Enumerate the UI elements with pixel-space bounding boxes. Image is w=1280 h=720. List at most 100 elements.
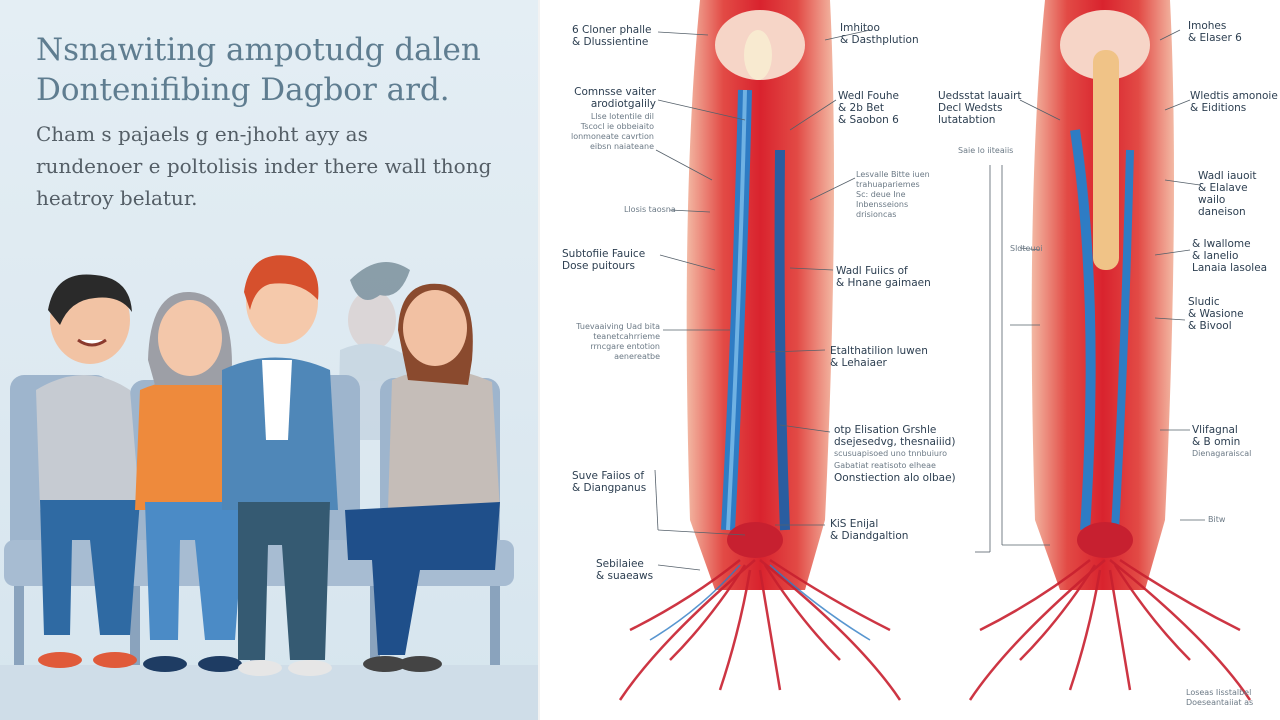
label-r3-line-2: trahuapariemes (856, 180, 920, 189)
label-f6-line-3: Dienagaraiscal (1192, 449, 1252, 458)
headline-line-1: Nsnawiting ampotudg dalen (36, 32, 481, 68)
label-r3-line-3: Sc: deue Ine (856, 190, 906, 199)
leg-anatomy-diagram: 6 Cloner phalle & Dlussientine Comnsse v… (540, 0, 1280, 720)
label-l6-line-2: teanetcahrrieme (593, 332, 660, 341)
label-f3-line-1: Wadl iauoit (1198, 170, 1257, 182)
label-f2-line-2: & Eiditions (1190, 102, 1247, 114)
person-grey-sweater (36, 274, 140, 668)
label-l3-line-3: lonmoneate cavrtion (570, 132, 654, 141)
label-r6: otp Elisation Grshle dsejesedvg, thesnai… (834, 424, 956, 484)
footnote-line-1: Loseas Iisstalbel (1186, 688, 1252, 697)
label-l6-line-3: rrncgare entotion (590, 342, 660, 351)
label-f5: Sludic & Wasione & Bivool (1188, 296, 1244, 332)
label-l4-line-1: Llosis taosna (624, 205, 676, 214)
panel-divider (538, 0, 540, 720)
label-f4-line-2: & Ianelio (1192, 250, 1239, 262)
label-f1-line-2: & Elaser 6 (1188, 32, 1242, 44)
label-r4-line-1: Wadl Fuiics of (836, 265, 908, 277)
label-l3: Llse lotentile dil Tscocl ie obbeiaito l… (542, 112, 654, 152)
label-l2-line-1: Comnsse vaiter (574, 86, 656, 98)
label-r6-line-4: Gabatiat reatisoto elheae (834, 461, 936, 470)
label-f6: Vlifagnal & B omin Dienagaraiscal (1192, 424, 1251, 460)
label-f6-line-2: & B omin (1192, 436, 1241, 448)
headline-line-2: Dontenifibing Dagbor ard. (36, 72, 450, 108)
label-r7-line-2: & Diandgaltion (830, 530, 909, 542)
label-m2-line-1: Saie lo iiteaiis (958, 146, 1014, 155)
label-f5-line-2: & Wasione (1188, 308, 1244, 320)
subtitle-line-3: heatroy belatur. (36, 186, 198, 210)
label-l1-line-1: 6 Cloner phalle (572, 24, 652, 36)
label-r5-line-1: Etalthatilion luwen (830, 345, 928, 357)
label-r1: Imhitoo & Dasthplution (840, 22, 919, 46)
label-r7: KiS Enijal & Diandgaltion (830, 518, 908, 542)
label-f2-line-1: Wledtis amonoie (1190, 90, 1278, 102)
label-f1: Imohes & Elaser 6 (1188, 20, 1242, 44)
label-m3: Sldteuoi (1010, 244, 1043, 254)
label-l4: Llosis taosna (624, 205, 676, 215)
illustration-panel: Nsnawiting ampotudg dalen Dontenifibing … (0, 0, 538, 720)
label-r2: Wedl Fouhe & 2b Bet & Saobon 6 (838, 90, 899, 126)
label-m1-line-3: lutatabtion (938, 114, 996, 126)
label-l8-line-1: Sebilaiee (596, 558, 644, 570)
label-m2: Saie lo iiteaiis (958, 146, 1013, 156)
label-f5-line-1: Sludic (1188, 296, 1220, 308)
label-r3-line-4: Inbensseions (856, 200, 909, 209)
label-l7: Suve Faiios of & Diangpanus (572, 470, 646, 494)
label-l6-line-4: aenereatbe (614, 352, 660, 361)
label-r6-line-2: dsejesedvg, thesnaiiid) (834, 436, 956, 448)
label-f4: & Iwallome & Ianelio Lanaia lasolea (1192, 238, 1267, 274)
label-m1-line-1: Uedsstat lauairt (938, 90, 1022, 102)
subtitle-line-1: Cham s pajaels g en-jhoht ayy as (36, 122, 368, 146)
subtitle: Cham s pajaels g en-jhoht ayy as rundeno… (36, 118, 516, 214)
label-f7-line-1: Bitw (1208, 515, 1226, 524)
label-f5-line-3: & Bivool (1188, 320, 1232, 332)
label-f7: Bitw (1208, 515, 1225, 525)
label-f4-line-1: & Iwallome (1192, 238, 1251, 250)
footnote: Loseas Iisstalbel Doeseantaiiat as (1186, 688, 1253, 708)
label-r1-line-1: Imhitoo (840, 22, 880, 34)
label-r6-line-5: Oonstiection alo olbae) (834, 472, 956, 484)
label-r5-line-2: & Lehaiaer (830, 357, 887, 369)
headline: Nsnawiting ampotudg dalen Dontenifibing … (36, 30, 516, 110)
label-f3-line-3: wailo (1198, 194, 1226, 206)
label-l5-line-2: Dose puitours (562, 260, 635, 272)
label-r2-line-1: Wedl Fouhe (838, 90, 900, 102)
person-blue-blazer (222, 255, 338, 676)
label-l3-line-2: Tscocl ie obbeiaito (580, 122, 654, 131)
label-l7-line-1: Suve Faiios of (572, 470, 645, 482)
person-grey-top (345, 283, 500, 672)
label-r1-line-2: & Dasthplution (840, 34, 919, 46)
label-l2: Comnsse vaiter arodiotgalily (556, 86, 656, 110)
label-f1-line-1: Imohes (1188, 20, 1227, 32)
label-r5: Etalthatilion luwen & Lehaiaer (830, 345, 928, 369)
label-l6-line-1: Tuevaaiving Uad bita (576, 322, 660, 331)
label-l3-line-4: eibsn naiateane (589, 142, 654, 151)
label-l1: 6 Cloner phalle & Dlussientine (572, 24, 652, 48)
label-l7-line-2: & Diangpanus (572, 482, 647, 494)
people-seated-illustration (0, 255, 538, 720)
leg-cross-section-1 (618, 0, 902, 701)
label-l3-line-1: Llse lotentile dil (590, 112, 654, 121)
label-r2-line-2: & 2b Bet (838, 102, 884, 114)
label-r3: Lesvalle Bitte iuen trahuapariemes Sc: d… (856, 170, 930, 220)
subtitle-line-2: rundenoer e poltolisis inder there wall … (36, 154, 492, 178)
label-r3-line-1: Lesvalle Bitte iuen (856, 170, 930, 179)
label-l5-line-1: Subtofiie Fauice (562, 248, 646, 260)
footnote-line-2: Doeseantaiiat as (1186, 698, 1254, 707)
label-r4-line-2: & Hnane gaimaen (836, 277, 931, 289)
label-m1-line-2: Decl Wedsts (938, 102, 1003, 114)
label-m1: Uedsstat lauairt Decl Wedsts lutatabtion (938, 90, 1022, 126)
leader-lines (654, 29, 1205, 571)
label-r3-line-5: drisioncas (856, 210, 897, 219)
leg-cross-section-2 (968, 0, 1252, 701)
label-l8-line-2: & suaeaws (596, 570, 654, 582)
label-r6-line-3: scusuapisoed uno tnnbuiuro (834, 449, 947, 458)
label-r6-line-1: otp Elisation Grshle (834, 424, 937, 436)
label-f4-line-3: Lanaia lasolea (1192, 262, 1268, 274)
label-f3-line-4: daneison (1198, 206, 1246, 218)
label-r2-line-3: & Saobon 6 (838, 114, 899, 126)
anatomy-drawing (618, 0, 1252, 701)
label-r7-line-1: KiS Enijal (830, 518, 879, 530)
label-m3-line-1: Sldteuoi (1010, 244, 1043, 253)
label-r4: Wadl Fuiics of & Hnane gaimaen (836, 265, 931, 289)
